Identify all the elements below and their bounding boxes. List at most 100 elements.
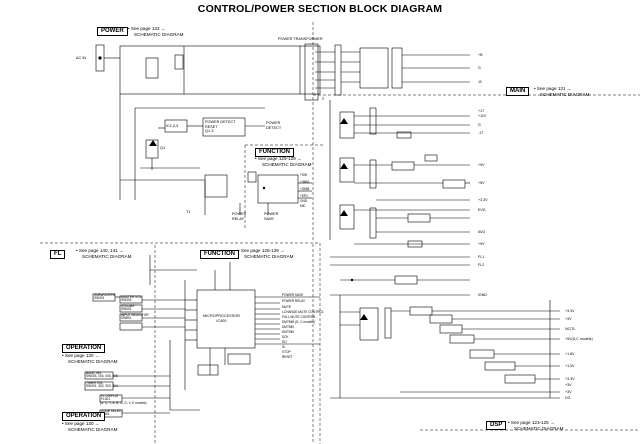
function-signal-0: +SW [300, 173, 307, 177]
fl-section-tag: FL [50, 250, 66, 259]
power-detect-label: POWER DETECT [266, 121, 282, 130]
rail-bot-5: +1.5V [565, 364, 575, 368]
ic-reset-label: POWER DETECT RESET Q1-3 [205, 120, 236, 133]
q1-label: Q1 [160, 146, 166, 150]
fl-note-line2: SCHEMATIC DIAGRAM [82, 254, 132, 259]
mcu-signal-10: SI [282, 345, 286, 349]
rail-bot-8: +3V [565, 390, 572, 394]
mcu-signal-9: SO [282, 340, 287, 344]
rail-mid-2: +3.3V [478, 198, 488, 202]
operation2-note-line1: • See page 130 → [62, 421, 100, 426]
rail-bot-9: DG [565, 396, 571, 400]
rail-mid-0: +9V [478, 163, 485, 167]
mcu-signal-0: POWER SAVE [282, 293, 304, 297]
t1-label: T1 [186, 210, 191, 214]
rail-bot-0: +3.3V [565, 309, 575, 313]
function-mid-tag: FUNCTION [200, 250, 239, 259]
rail-mid-6: FL1 [478, 255, 485, 259]
microprocessor-block [169, 280, 320, 411]
operation-note: (U, C, T, A, B, G, O, V, E models) [100, 401, 147, 405]
mcu-signal-11: STOP [282, 350, 291, 354]
rail-top-3: +17 [478, 109, 485, 113]
function-signal-4: GND [300, 199, 308, 203]
rail-bot-2: NC/TL [565, 327, 576, 331]
dsp-note-line1: • See page 123-125 → [508, 420, 555, 425]
rail-mid-3: EVG [478, 208, 486, 212]
function-top-tag: FUNCTION [255, 148, 294, 157]
power-relay-label: POWER RELAY [232, 212, 247, 221]
power-section-tag: POWER [97, 27, 128, 36]
diagram-title: CONTROL/POWER SECTION BLOCK DIAGRAM [197, 3, 443, 15]
operation-block-2: VOLUME SW001 [121, 304, 135, 312]
operation-switch-blocks [84, 293, 185, 418]
power-note-line2: SCHEMATIC DIAGRAM [134, 32, 184, 37]
rail-bot-7: +3V [565, 383, 572, 387]
power-save-label: POWER SAVE [264, 212, 279, 221]
function-mid-note-line1: • See page 129-129 → [238, 248, 285, 253]
operation-block-4: BAND SEL SW003, 004, 005, 006 [86, 371, 118, 379]
operation1-note-line1: • See page 130 → [62, 353, 100, 358]
mcu-signal-4: FULL MUTE CONTROL [282, 315, 317, 319]
operation2-tag: OPERATION [62, 412, 106, 421]
rail-mid-7: FL2 [478, 263, 485, 267]
operation1-tag: OPERATION [62, 344, 106, 353]
mcu-signal-12: RESET [282, 355, 293, 359]
function-signal-3: +EPC [300, 194, 309, 198]
main-section-lines [329, 100, 470, 296]
dsp-section-tag: DSP [486, 421, 507, 430]
rail-top-4: +11V [478, 114, 487, 118]
operation-block-5: TIMER VOL SW301, 302, 303, 304 [86, 381, 118, 389]
mcu-signal-2: MUTE [282, 305, 292, 309]
operation2-note-line2: SCHEMATIC DIAGRAM [68, 427, 118, 432]
operation1-note-line2: SCHEMATIC DIAGRAM [68, 359, 118, 364]
function-top-note-line1: • See page 129-129 → [255, 156, 302, 161]
function-top-block [239, 171, 312, 215]
operation-block-0: SUBWOOFER SW301 [94, 293, 115, 301]
rail-top-0: +B [478, 53, 483, 57]
rail-mid-5: +9V [478, 242, 485, 246]
rail-top-5: G [478, 123, 481, 127]
mcu-signal-8: SCK [282, 335, 289, 339]
operation-block-7: ZONE SELECT SW01 [101, 409, 124, 417]
dsp-supply-block [330, 295, 560, 399]
dsp-note-line2: SCHEMATIC DIAGRAM [514, 426, 564, 431]
rail-mid-1: +5V [478, 181, 485, 185]
mcu-signal-3: LCHANGE MUTE CONTROL [282, 310, 324, 314]
main-note-line2: SCHEMATIC DIAGRAM [540, 92, 590, 97]
rail-bot-3: +5V(D,C models) [565, 337, 593, 341]
function-signal-5: MIC [300, 204, 306, 208]
rail-mid-4: AVG [478, 230, 486, 234]
power-note-line1: • See page 132 → [128, 26, 166, 31]
fl-note-line1: • See page 140, 141 → [76, 248, 124, 253]
ac-in-label: AC IN [76, 56, 87, 60]
rail-bot-4: +1.8V [565, 352, 575, 356]
power-detect-block [119, 94, 265, 215]
mcu-signal-5: DMTMM (D, C models) [282, 320, 315, 324]
function-mid-note-line2: SCHEMATIC DIAGRAM [244, 254, 294, 259]
rail-top-1: G [478, 66, 481, 70]
mcu-signal-1: POWER RELAY [282, 299, 306, 303]
operation-block-3: INPUT SELECTOR SW801 [121, 313, 149, 321]
function-top-note-line2: SCHEMATIC DIAGRAM [262, 162, 312, 167]
operation-block-1: MASTER VOL SW303 [121, 295, 142, 303]
microprocessor-label: MICROPROCESSOR IC400 [203, 314, 240, 323]
main-section-tag: MAIN [506, 87, 530, 96]
power-transformer-label: POWER TRANSFORMER [278, 37, 323, 41]
mcu-signal-7: DMTMN [282, 330, 294, 334]
power-input-block [95, 43, 335, 101]
rail-top-2: -B [478, 80, 482, 84]
operation-block-6: FL DISPLAY FL001 [101, 394, 119, 402]
rail-mid-8: IGND [478, 293, 487, 297]
main-note-line1: • See page 131 → [534, 86, 572, 91]
component-symbols [98, 56, 368, 320]
function-signal-1: +3MM [300, 180, 309, 184]
rail-bot-6: +3.3V [565, 377, 575, 381]
rail-top-6: -17 [478, 131, 484, 135]
function-signal-2: +SMM [300, 187, 310, 191]
transformer-secondary [334, 44, 470, 96]
rail-bot-1: +3V [565, 317, 572, 321]
ic123-label: IC1,2,3 [166, 124, 179, 128]
mcu-signal-6: DMTMN [282, 325, 294, 329]
fl-wiring [149, 255, 231, 290]
